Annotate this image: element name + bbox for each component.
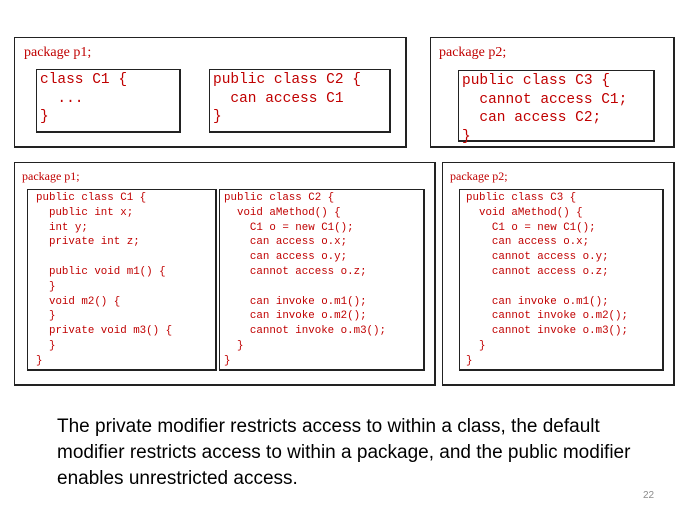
bottom-class-c2-code: public class C2 { void aMethod() { C1 o …	[224, 192, 386, 367]
bottom-class-c2-box: public class C2 { void aMethod() { C1 o …	[219, 189, 425, 371]
bottom-package-p1-box: package p1; public class C1 { public int…	[14, 162, 436, 386]
bottom-class-c3-code: public class C3 { void aMethod() { C1 o …	[466, 192, 628, 367]
page-number: 22	[643, 490, 655, 501]
top-class-c1-box: class C1 { ... }	[36, 69, 181, 133]
bottom-package-p2-box: package p2; public class C3 { void aMeth…	[442, 162, 675, 386]
top-package-p2-title: package p2;	[439, 45, 507, 60]
bottom-package-p1-title: package p1;	[22, 169, 80, 183]
top-class-c2-code: public class C2 { can access C1 }	[213, 72, 361, 125]
bottom-class-c1-code: public class C1 { public int x; int y; p…	[36, 192, 173, 367]
bottom-class-c1-box: public class C1 { public int x; int y; p…	[27, 189, 217, 371]
bottom-package-p2-title: package p2;	[450, 169, 508, 183]
top-class-c1-code: class C1 { ... }	[40, 72, 128, 125]
top-package-p1-box: package p1; class C1 { ... } public clas…	[14, 37, 407, 148]
top-class-c3-code: public class C3 { cannot access C1; can …	[462, 73, 628, 145]
top-package-p2-box: package p2; public class C3 { cannot acc…	[430, 37, 675, 148]
caption-text: The private modifier restricts access to…	[57, 416, 631, 489]
bottom-class-c3-box: public class C3 { void aMethod() { C1 o …	[459, 189, 664, 371]
top-package-p1-title: package p1;	[24, 45, 92, 60]
top-class-c3-box: public class C3 { cannot access C1; can …	[458, 70, 655, 145]
top-class-c2-box: public class C2 { can access C1 }	[209, 69, 391, 133]
